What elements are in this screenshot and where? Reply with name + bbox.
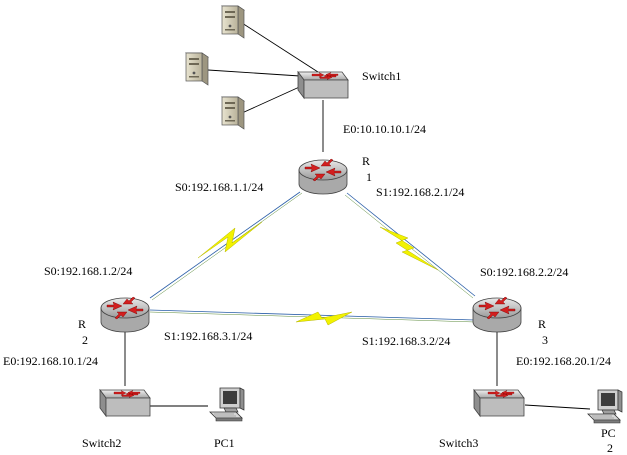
r1-number-label: 1 (366, 170, 372, 184)
pc2-number-label: 2 (607, 441, 613, 455)
r1-name-label: R (362, 154, 370, 168)
r3-s1-label: S1:192.168.3.2/24 (362, 334, 450, 348)
r2-s1-label: S1:192.168.3.1/24 (164, 329, 252, 343)
pc1-label: PC1 (214, 436, 235, 450)
switch1-label: Switch1 (362, 69, 401, 83)
r2-s0-label: S0:192.168.1.2/24 (44, 264, 132, 278)
link-server3-switch1 (241, 83, 307, 114)
server-icon (221, 5, 245, 39)
r1-s0-label: S0:192.168.1.1/24 (175, 180, 263, 194)
server-icon (185, 52, 209, 86)
serial-link-r1-r3 (344, 192, 476, 299)
serial-links (149, 191, 476, 326)
router-r1-icon (298, 158, 348, 195)
switch1-icon (297, 71, 349, 99)
serial-link-r1-r2 (149, 191, 303, 301)
switch3-icon (473, 389, 525, 417)
r2-e0-label: E0:192.168.10.1/24 (3, 354, 98, 368)
r1-s1-label: S1:192.168.2.1/24 (376, 185, 464, 199)
link-server2-switch1 (207, 69, 301, 77)
router-r3-icon (472, 296, 522, 333)
r2-number-label: 2 (82, 333, 88, 347)
switch2-icon (99, 389, 151, 417)
pc2-icon (587, 389, 623, 424)
r2-name-label: R (78, 317, 86, 331)
switch2-label: Switch2 (82, 436, 121, 450)
server-icon (221, 96, 245, 130)
switch3-label: Switch3 (439, 436, 478, 450)
link-switch3-pc2 (524, 404, 591, 410)
r3-s0-label: S0:192.168.2.2/24 (480, 265, 568, 279)
link-server1-switch1 (241, 22, 319, 73)
r1-e0-label: E0:10.10.10.1/24 (343, 122, 426, 136)
ethernet-links (124, 22, 591, 410)
r3-number-label: 3 (542, 333, 548, 347)
router-r2-icon (100, 296, 150, 333)
r3-name-label: R (538, 317, 546, 331)
pc1-icon (209, 387, 245, 422)
pc2-name-label: PC (601, 426, 616, 440)
r3-e0-label: E0:192.168.20.1/24 (516, 354, 611, 368)
serial-link-r2-r3 (149, 309, 476, 326)
